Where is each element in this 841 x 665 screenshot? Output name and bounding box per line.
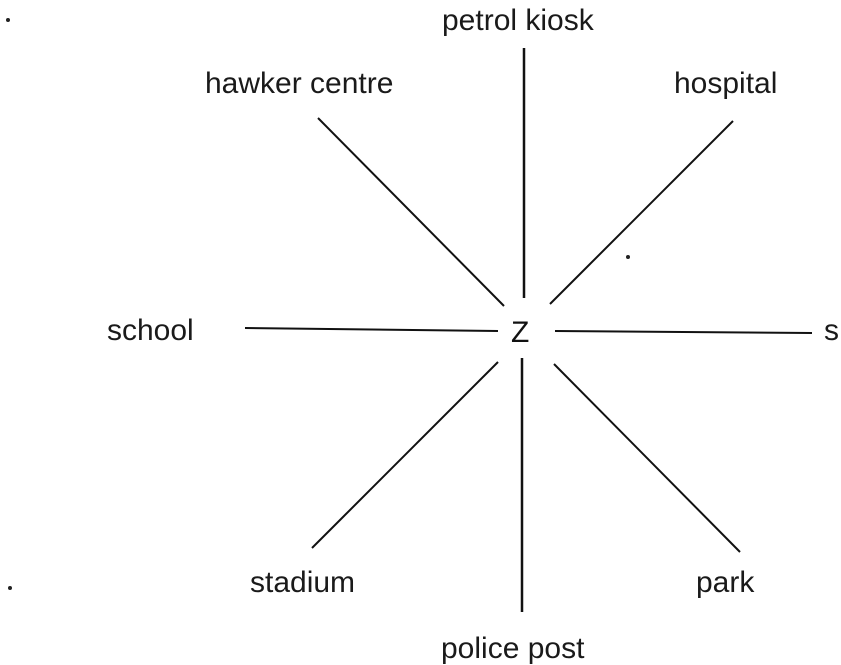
line-north-east (549, 120, 734, 305)
line-east (554, 330, 813, 334)
stray-mark-bottom-left (8, 586, 12, 590)
stray-mark-near-hospital-line (626, 255, 630, 259)
line-south-east (553, 363, 741, 553)
stray-mark-top-left (6, 18, 10, 22)
line-south-west (311, 361, 499, 549)
line-north-west (317, 117, 505, 307)
label-east-truncated: s (824, 314, 839, 347)
label-north-west-hawker-centre: hawker centre (205, 67, 394, 100)
label-north-east-hospital: hospital (674, 67, 778, 100)
label-south-east-park: park (696, 566, 755, 599)
label-south-police-post: police post (441, 632, 585, 665)
label-south-west-stadium: stadium (250, 566, 356, 599)
label-west-school: school (107, 314, 194, 347)
label-north-petrol-kiosk: petrol kiosk (442, 4, 594, 37)
line-west (244, 327, 499, 332)
center-label-z: Z (511, 316, 530, 349)
